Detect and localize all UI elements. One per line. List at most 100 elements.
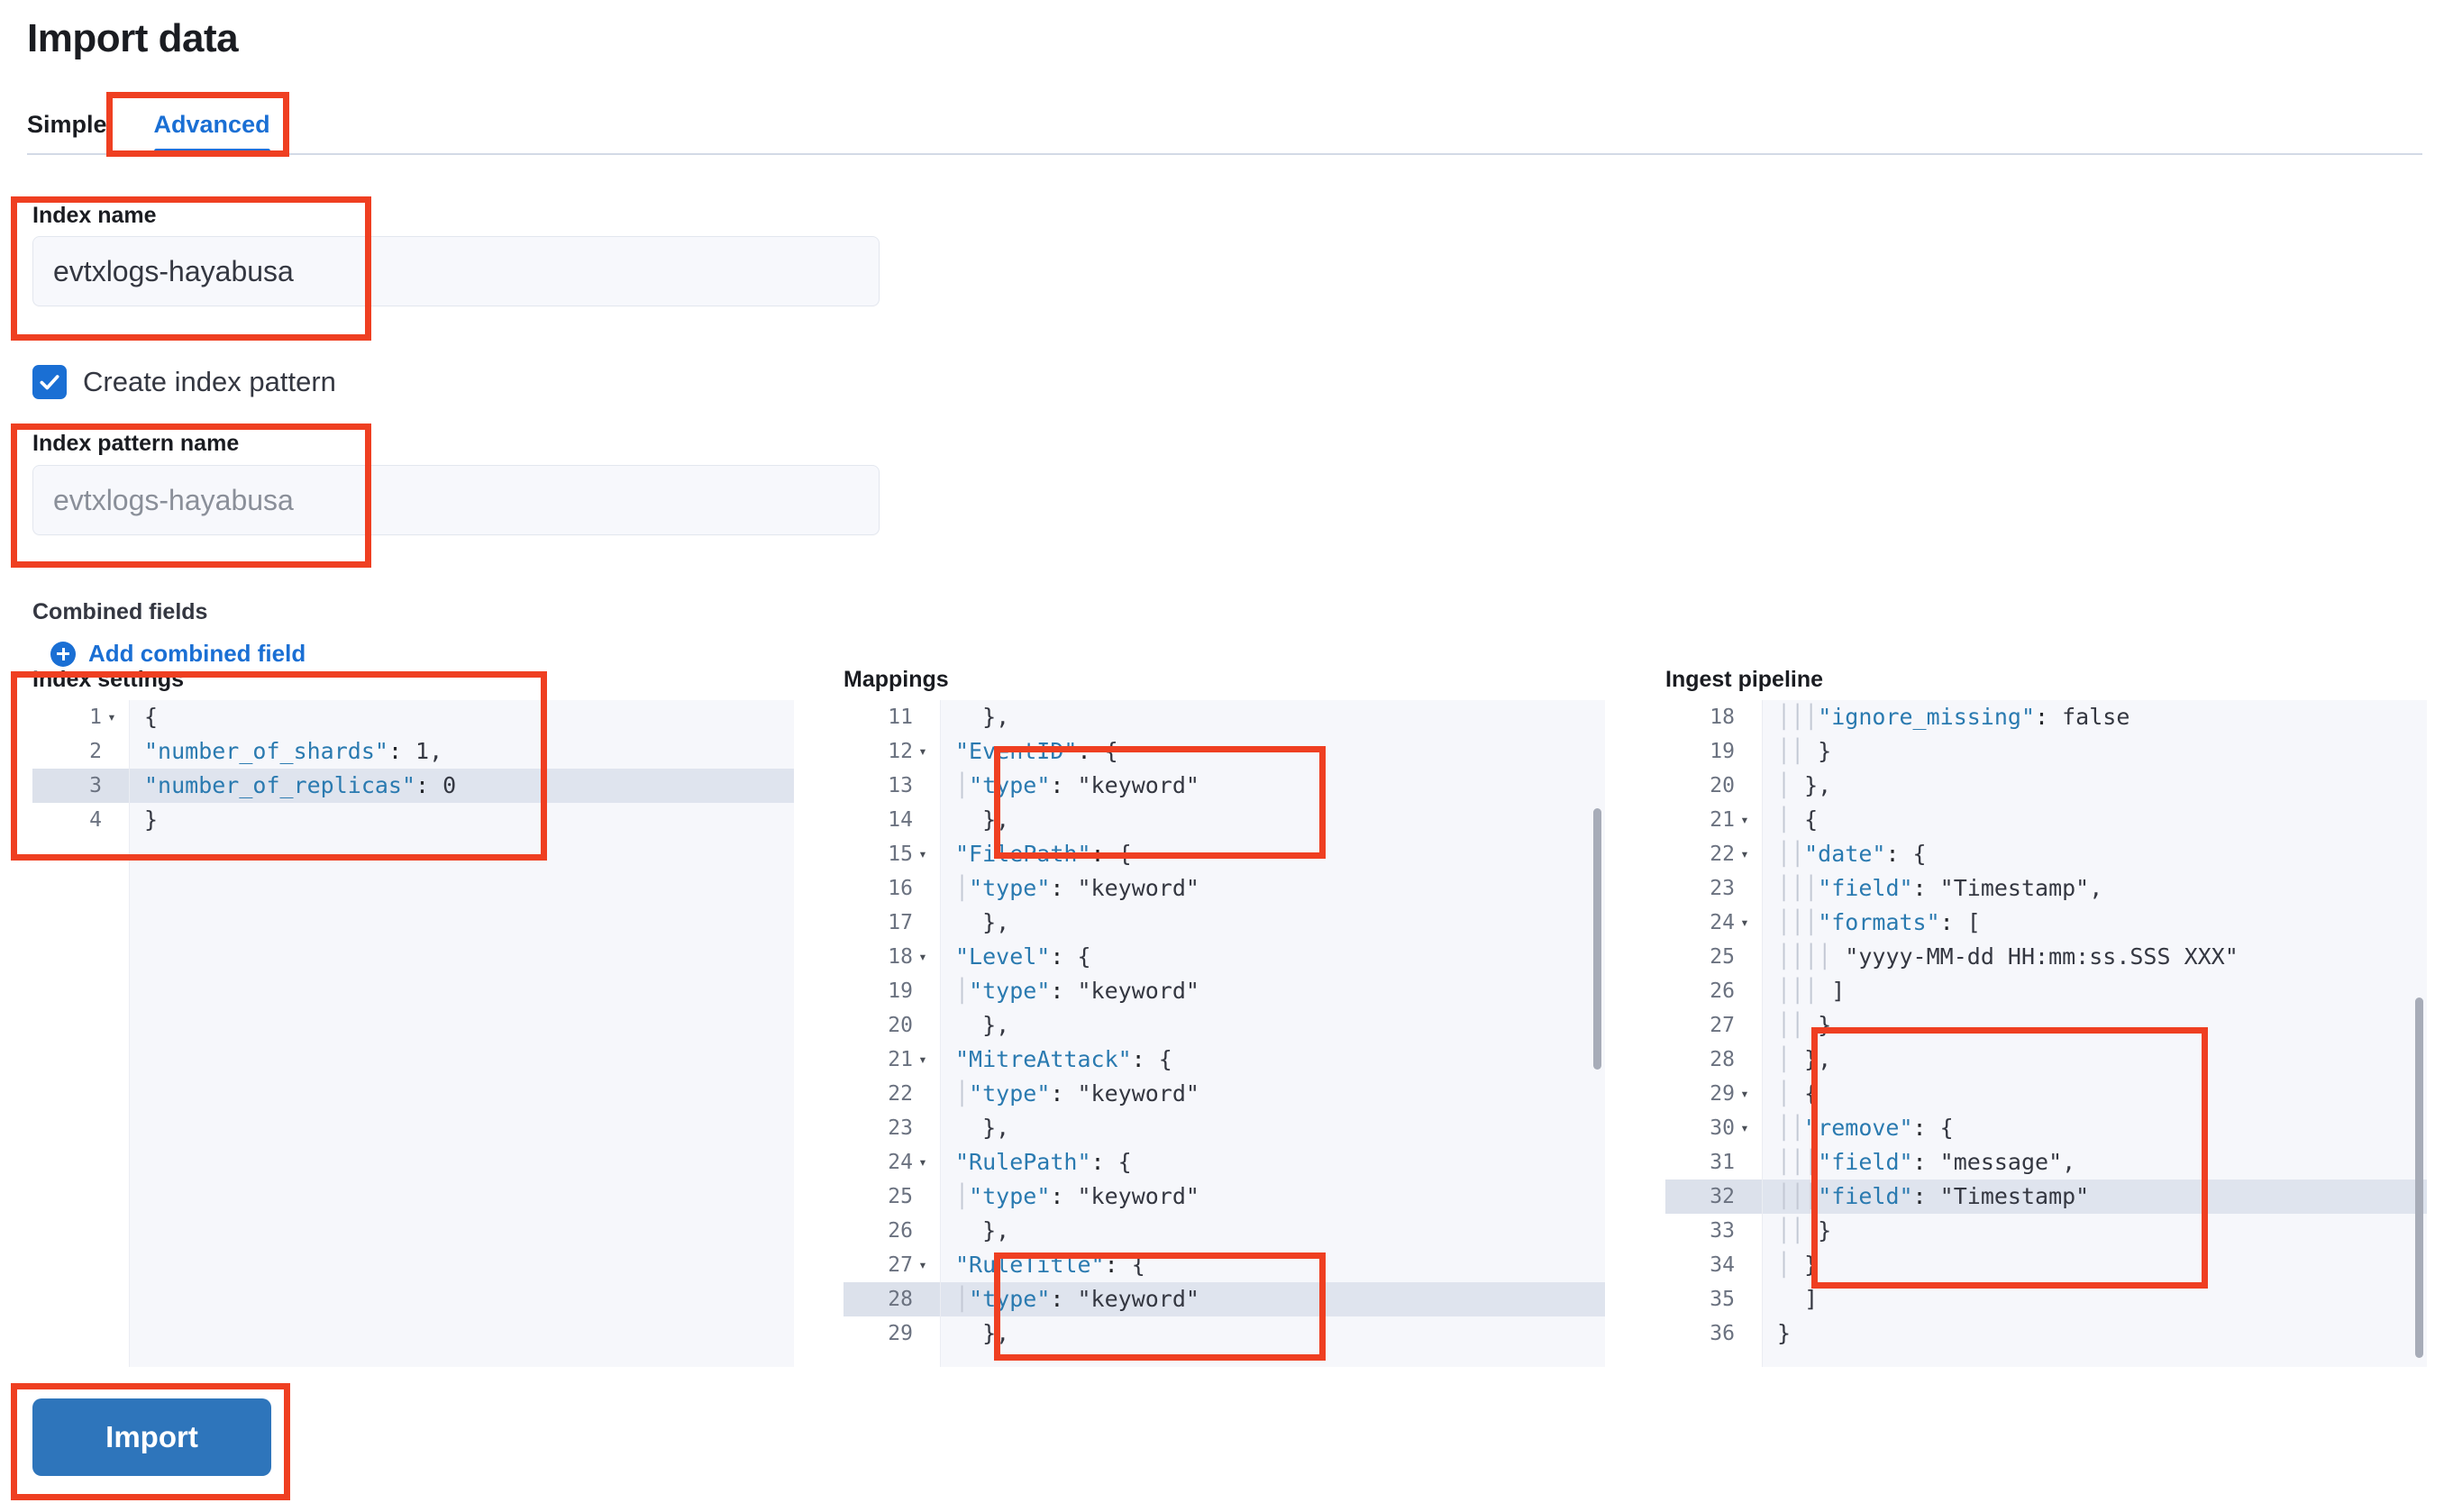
editor-code-line[interactable]: │ │ }	[1777, 1217, 1832, 1243]
editor-line-number: 19	[888, 979, 913, 1003]
add-combined-field-button[interactable]: Add combined field	[50, 640, 306, 668]
editor-code-line[interactable]: │ "type": "keyword"	[955, 1183, 1199, 1209]
editor-code-line[interactable]: │ │ "remove": {	[1777, 1115, 1954, 1141]
index-settings-title: Index settings	[32, 667, 185, 692]
editor-code-line[interactable]: │ "type": "keyword"	[955, 978, 1199, 1004]
editor-code[interactable]: │ │ │ "ignore_missing": false │ │ } │ },…	[1763, 700, 2427, 1367]
editor-code-line[interactable]: │ │ │ "field": "message",	[1777, 1149, 2076, 1175]
tab-simple[interactable]: Simple	[27, 111, 107, 138]
editor-code-line[interactable]: │ }	[1777, 1252, 1819, 1278]
fold-toggle-icon[interactable]: ▾	[107, 708, 116, 725]
fold-toggle-icon[interactable]: ▾	[918, 1256, 927, 1273]
editor-code-line[interactable]: │ "type": "keyword"	[955, 875, 1199, 901]
fold-toggle-icon[interactable]: ▾	[918, 1153, 927, 1170]
tab-advanced[interactable]: Advanced	[131, 113, 294, 153]
editor-code-line[interactable]: │ │ │ │ "yyyy-MM-dd HH:mm:ss.SSS XXX"	[1777, 943, 2239, 970]
editor-code-line[interactable]: {	[144, 704, 159, 730]
fold-toggle-icon[interactable]: ▾	[1740, 1119, 1749, 1136]
plus-circle-icon	[50, 641, 76, 667]
mappings-scrollbar[interactable]	[1593, 808, 1601, 1070]
fold-toggle-icon[interactable]: ▾	[1740, 811, 1749, 828]
mappings-title: Mappings	[844, 667, 949, 692]
import-button[interactable]: Import	[32, 1398, 271, 1476]
fold-toggle-icon[interactable]: ▾	[918, 845, 927, 862]
index-pattern-name-placeholder: evtxlogs-hayabusa	[53, 483, 294, 516]
fold-toggle-icon[interactable]: ▾	[918, 1051, 927, 1068]
editor-code[interactable]: { "number_of_shards": 1, "number_of_repl…	[130, 700, 794, 1367]
editor-code-line[interactable]: }	[144, 806, 159, 833]
fold-toggle-icon[interactable]: ▾	[918, 948, 927, 965]
editor-code-line[interactable]: │ {	[1777, 806, 1819, 833]
editor-line-number: 20	[888, 1014, 913, 1037]
editor-code-line[interactable]: │ "type": "keyword"	[955, 1080, 1199, 1107]
editor-line-number: 29▾	[1665, 1077, 1762, 1111]
editor-code[interactable]: }, "EventID": { │ "type": "keyword" }, "…	[941, 700, 1605, 1367]
editor-code-line[interactable]: },	[955, 909, 1010, 935]
editor-code-line[interactable]: "number_of_replicas": 0	[130, 769, 794, 803]
ingest-pipeline-scrollbar[interactable]	[2415, 997, 2423, 1358]
editor-line-number: 25	[888, 1185, 913, 1208]
editor-code-line[interactable]: │ {	[1777, 1080, 1819, 1107]
editor-code-line[interactable]: },	[955, 1012, 1010, 1038]
editor-code-line[interactable]: "MitreAttack": {	[955, 1046, 1172, 1072]
editor-line-number: 23	[888, 1116, 913, 1140]
editor-line-number: 19	[1710, 740, 1735, 763]
page-title: Import data	[27, 16, 239, 60]
editor-line-number: 4	[89, 808, 102, 832]
editor-code-line[interactable]: │ │ │ "field": "Timestamp",	[1777, 875, 2103, 901]
checkbox-checked-icon[interactable]	[32, 365, 67, 399]
editor-code-line[interactable]: "EventID": {	[955, 738, 1118, 764]
editor-code-line[interactable]: ]	[1777, 1286, 1819, 1312]
create-index-pattern-row[interactable]: Create index pattern	[32, 365, 336, 399]
index-settings-panel: Index settings 1▾ 2 3 4 { "number_of_shards"…	[32, 667, 794, 1367]
index-settings-editor[interactable]: 1▾ 2 3 4 { "number_of_shards": 1, "number_of…	[32, 700, 794, 1367]
editor-code-line[interactable]: }	[1777, 1320, 1792, 1346]
editor-code-line[interactable]: "RuleTitle": {	[955, 1252, 1145, 1278]
tab-divider	[27, 153, 2422, 155]
editor-line-number: 27	[1710, 1014, 1735, 1037]
editor-line-number: 21▾	[844, 1043, 940, 1077]
editor-code-line[interactable]: │ │ │ "formats": [	[1777, 909, 1981, 935]
editor-line-number: 22	[888, 1082, 913, 1106]
editor-code-line[interactable]: "FilePath": {	[955, 841, 1132, 867]
editor-code-line[interactable]: },	[955, 704, 1010, 730]
fold-toggle-icon[interactable]: ▾	[1740, 845, 1749, 862]
fold-toggle-icon[interactable]: ▾	[918, 742, 927, 760]
editor-code-line[interactable]: │ "type": "keyword"	[941, 1282, 1605, 1316]
index-name-input[interactable]: evtxlogs-hayabusa	[32, 236, 880, 306]
tab-bar: Simple Advanced	[27, 97, 294, 153]
editor-line-number: 27▾	[844, 1248, 940, 1282]
index-pattern-name-input[interactable]: evtxlogs-hayabusa	[32, 465, 880, 535]
editor-line-number: 1▾	[32, 700, 129, 734]
ingest-pipeline-title: Ingest pipeline	[1665, 667, 1824, 692]
editor-code-line[interactable]: "RulePath": {	[955, 1149, 1132, 1175]
editor-gutter: 1▾ 2 3 4	[32, 700, 130, 1367]
editor-line-number: 18▾	[844, 940, 940, 974]
editor-code-line[interactable]: },	[955, 1115, 1010, 1141]
editor-code-line[interactable]: "number_of_shards": 1,	[144, 738, 443, 764]
editor-line-number: 36	[1710, 1322, 1735, 1345]
editor-code-line[interactable]: │ },	[1777, 772, 1832, 798]
editor-code-line[interactable]: │ │ │ "ignore_missing": false	[1777, 704, 2130, 730]
fold-toggle-icon[interactable]: ▾	[1740, 1085, 1749, 1102]
editor-code-line[interactable]: │ │ │ ]	[1777, 978, 1846, 1004]
editor-code-line[interactable]: │ },	[1777, 1046, 1832, 1072]
editor-code-line[interactable]: },	[955, 806, 1010, 833]
editor-line-number: 2	[89, 740, 102, 763]
editor-code-line[interactable]: │ │ "date": {	[1777, 841, 1927, 867]
editor-code-line[interactable]: │ "type": "keyword"	[955, 772, 1199, 798]
editor-code-line[interactable]: │ │ │ "field": "Timestamp"	[1763, 1180, 2427, 1214]
editor-code-line[interactable]: │ │ }	[1777, 738, 1832, 764]
add-combined-field-label: Add combined field	[88, 640, 306, 667]
editor-line-number: 28	[844, 1282, 940, 1316]
editor-line-number: 11	[888, 706, 913, 729]
editor-code-line[interactable]: },	[955, 1320, 1010, 1346]
editor-code-line[interactable]: │ │ }	[1777, 1012, 1832, 1038]
editor-code-line[interactable]: },	[955, 1217, 1010, 1243]
fold-toggle-icon[interactable]: ▾	[1740, 914, 1749, 931]
editor-line-number: 3	[32, 769, 129, 803]
editor-code-line[interactable]: "Level": {	[955, 943, 1091, 970]
index-name-value: evtxlogs-hayabusa	[53, 254, 294, 287]
